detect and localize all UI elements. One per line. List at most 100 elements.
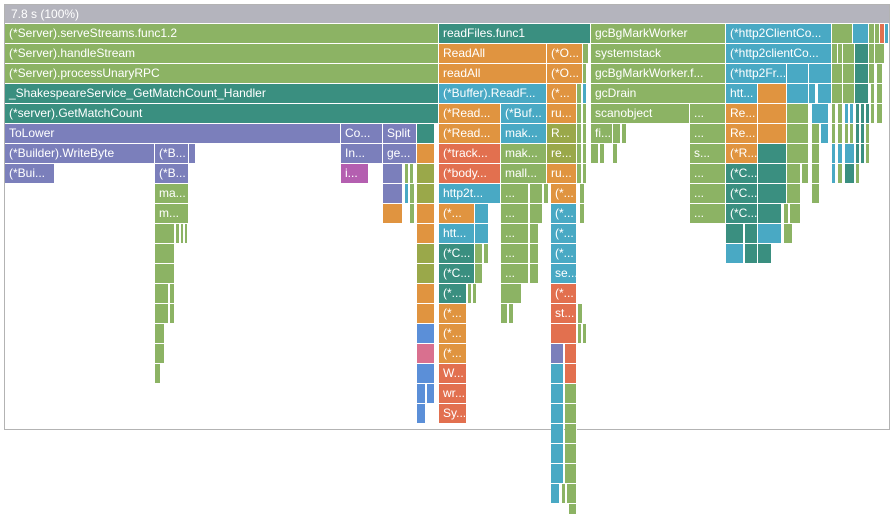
flame-frame[interactable] [501,304,508,324]
flame-frame-r[interactable]: R... [547,124,577,144]
flame-frame[interactable] [856,124,860,144]
flame-frame[interactable] [475,204,489,224]
flame-frame-i[interactable]: i... [341,164,369,184]
flame-frame-gcbgmarkworker[interactable]: gcBgMarkWorker [591,24,726,44]
flame-frame[interactable] [812,104,829,124]
flame-frame[interactable] [877,64,883,84]
flame-frame[interactable] [405,164,409,184]
flame-frame-[interactable]: ... [690,164,726,184]
flame-frame-http2fr[interactable]: (*http2Fr... [726,64,787,84]
flame-frame-sy[interactable]: Sy... [439,404,467,424]
flame-frame[interactable] [577,84,582,104]
flame-frame-[interactable]: (*... [547,84,577,104]
flame-frame[interactable] [818,84,832,104]
flame-frame[interactable] [869,24,875,44]
flame-frame-server-handlestream[interactable]: (*Server).handleStream [5,44,439,64]
flame-frame[interactable] [745,244,758,264]
flame-frame-o[interactable]: (*O... [547,64,583,84]
flame-frame-st[interactable]: st... [551,304,577,324]
flame-frame[interactable] [861,104,865,124]
flame-frame[interactable] [845,144,855,164]
flame-frame[interactable] [583,44,589,64]
flame-frame[interactable] [181,224,184,244]
flame-frame[interactable] [600,144,605,164]
flame-frame-[interactable]: ... [690,124,726,144]
flame-frame-m[interactable]: m... [155,204,189,224]
flame-frame[interactable] [530,264,539,284]
flame-frame[interactable] [530,204,543,224]
flame-frame[interactable] [189,144,196,164]
flame-frame[interactable] [417,404,426,424]
flame-frame[interactable] [583,144,587,164]
flame-frame-[interactable]: ... [690,204,726,224]
flame-frame[interactable] [155,364,161,384]
flame-frame-buffer-readf[interactable]: (*Buffer).ReadF... [439,84,547,104]
flame-frame[interactable] [468,284,472,304]
flame-frame-c[interactable]: (*C... [439,244,475,264]
flame-frame[interactable] [787,104,809,124]
flame-frame[interactable] [726,244,744,264]
flame-frame[interactable] [856,164,860,184]
flame-frame[interactable] [417,184,435,204]
flame-frame-[interactable]: (*... [551,204,577,224]
flame-frame[interactable] [551,384,564,404]
flame-frame[interactable] [383,164,403,184]
flame-frame[interactable] [613,124,621,144]
flame-frame-ru[interactable]: ru... [547,164,577,184]
flame-frame[interactable] [758,84,787,104]
flame-frame[interactable] [176,224,180,244]
flame-frame-ge[interactable]: ge... [383,144,417,164]
flame-frame-in[interactable]: In... [341,144,383,164]
flame-frame-htt[interactable]: htt... [439,224,475,244]
flame-frame-fi[interactable]: fi... [591,124,613,144]
flame-frame[interactable] [578,324,582,344]
flame-frame[interactable] [155,324,165,344]
flame-frame[interactable] [871,84,875,104]
flame-frame[interactable] [417,284,435,304]
flame-frame-http2t[interactable]: http2t... [439,184,501,204]
flame-frame[interactable] [787,84,809,104]
flame-frame[interactable] [855,84,869,104]
flame-frame[interactable] [530,224,539,244]
flame-frame[interactable] [832,44,838,64]
flame-frame[interactable] [821,124,829,144]
flame-frame[interactable] [758,224,782,244]
flame-frame[interactable] [530,244,539,264]
flame-frame[interactable] [475,224,489,244]
flame-frame-http2clientco[interactable]: (*http2ClientCo... [726,24,832,44]
flame-frame-ru[interactable]: ru... [547,104,577,124]
flame-frame[interactable] [473,284,477,304]
flame-frame[interactable] [569,504,577,514]
flame-frame[interactable] [544,184,549,204]
flame-frame[interactable] [787,144,809,164]
flame-frame-readall[interactable]: ReadAll [439,44,547,64]
flame-frame-[interactable]: ... [690,184,726,204]
flame-frame-read[interactable]: (*Read... [439,124,501,144]
flame-frame-c[interactable]: (*C... [726,184,758,204]
flame-frame[interactable] [562,484,566,504]
flamegraph-root-total[interactable]: 7.8 s (100%) [5,5,889,23]
flame-frame-[interactable]: (*... [551,284,577,304]
flame-frame[interactable] [845,164,855,184]
flame-frame[interactable] [567,484,577,504]
flame-frame[interactable] [185,224,188,244]
flame-frame[interactable] [832,164,836,184]
flame-frame[interactable] [885,24,889,44]
flame-frame[interactable] [843,44,855,64]
flame-frame-server-processunaryrpc[interactable]: (*Server).processUnaryRPC [5,64,439,84]
flame-frame[interactable] [583,84,587,104]
flame-frame[interactable] [855,64,869,84]
flame-frame[interactable] [577,104,582,124]
flame-frame[interactable] [622,124,627,144]
flame-frame[interactable] [877,84,883,104]
flame-frame-r[interactable]: (*R... [726,144,758,164]
flame-frame-body[interactable]: (*body... [439,164,501,184]
flame-frame[interactable] [875,44,885,64]
flame-frame[interactable] [787,164,801,184]
flame-frame-readfiles-func1[interactable]: readFiles.func1 [439,24,591,44]
flame-frame-server-getmatchcount[interactable]: (*server).GetMatchCount [5,104,439,124]
flame-frame[interactable] [565,444,577,464]
flame-frame[interactable] [843,84,855,104]
flame-frame-co[interactable]: Co... [341,124,383,144]
flame-frame[interactable] [417,384,426,404]
